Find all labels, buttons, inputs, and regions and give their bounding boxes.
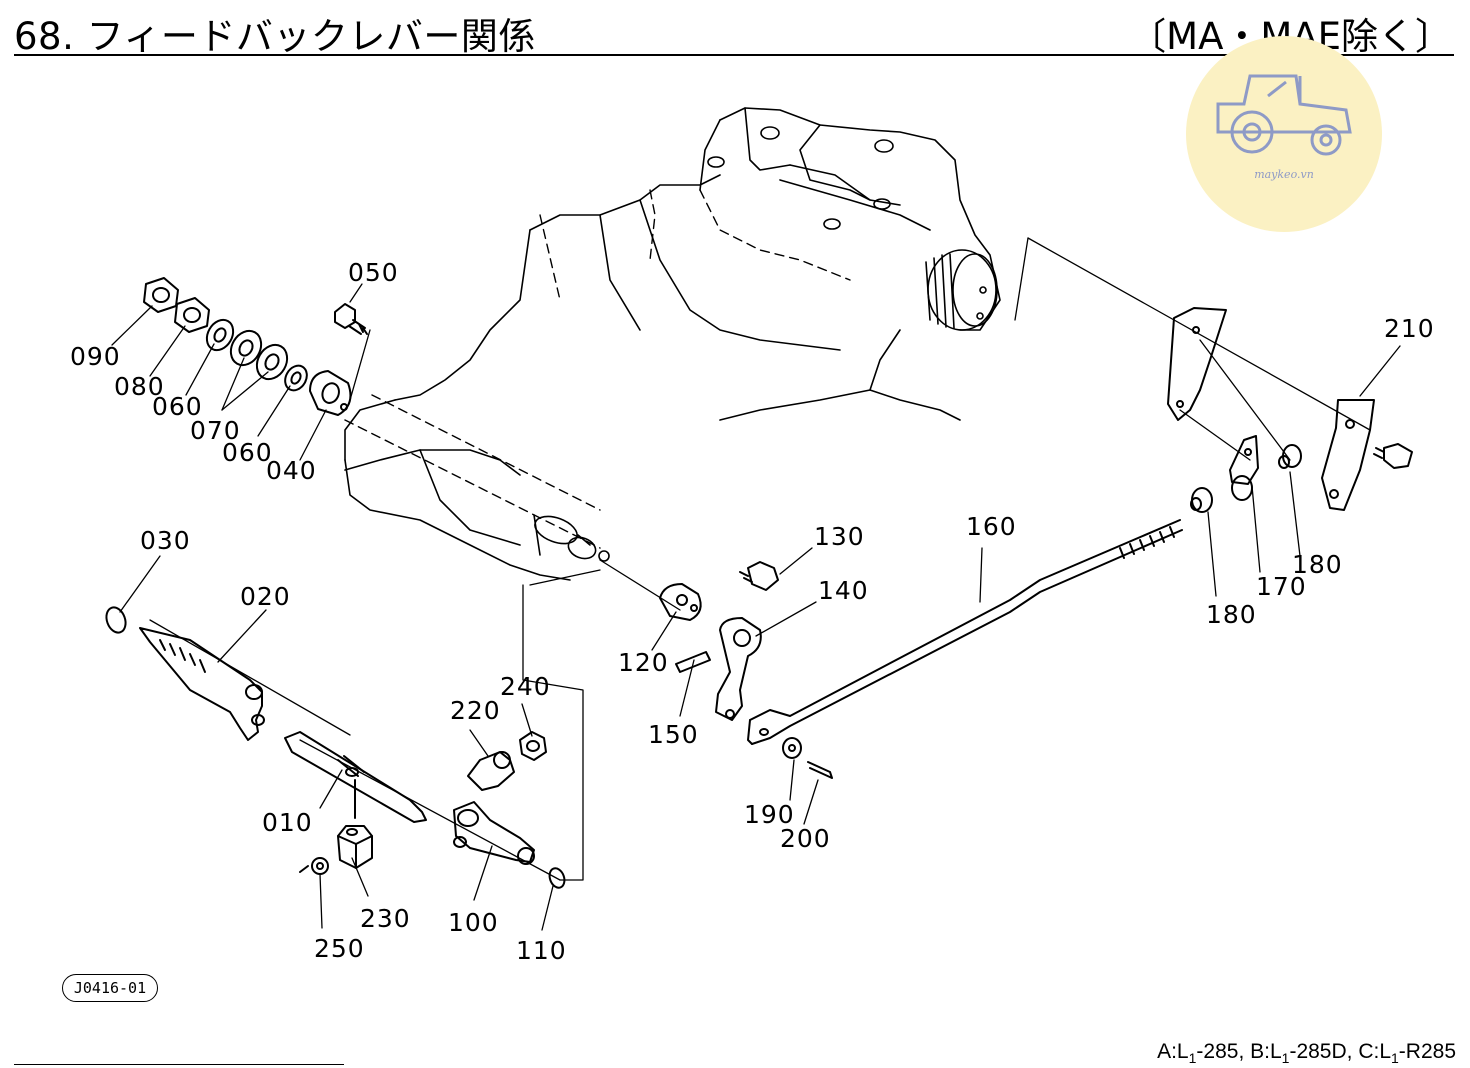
callout-060: 060 [152,392,203,421]
callout-110: 110 [516,936,567,965]
shaft-010 [284,731,427,823]
callout-150: 150 [648,720,699,749]
title-divider [14,54,1454,56]
footer-divider [14,1064,344,1065]
callout-140: 140 [818,576,869,605]
callout-090: 090 [70,342,121,371]
callout-200: 200 [780,824,831,853]
callout-100: 100 [448,908,499,937]
callout-190: 190 [744,800,795,829]
callout-070: 070 [190,416,241,445]
shaft-100 [453,801,566,889]
callout-250: 250 [314,934,365,963]
callout-060: 060 [222,438,273,467]
callout-180: 180 [1292,550,1343,579]
watermark-text: maykeo.vn [1254,168,1314,181]
callout-170: 170 [1256,572,1307,601]
washer-nut-stack [143,277,368,416]
callout-010: 010 [262,808,313,837]
callout-120: 120 [618,648,669,677]
pin-220 [467,731,547,791]
washer-pin-190-200 [782,737,833,779]
callout-030: 030 [140,526,191,555]
hydraulic-housing [344,107,1001,581]
callout-130: 130 [814,522,865,551]
callout-210: 210 [1384,314,1435,343]
bracket-210-collars [1167,307,1413,513]
rod-160 [747,519,1183,745]
drawing-id-badge: J0416-01 [62,974,158,1002]
callout-080: 080 [114,372,165,401]
page-title: 68. フィードバックレバー関係 [14,15,536,58]
callout-160: 160 [966,512,1017,541]
callout-230: 230 [360,904,411,933]
shaft-020 [105,606,265,741]
callout-240: 240 [500,672,551,701]
callout-020: 020 [240,582,291,611]
callout-040: 040 [266,456,317,485]
model-applicability: A:L1-285, B:L1-285D, C:L1-R285 [1157,1040,1456,1067]
callout-050: 050 [348,258,399,287]
lever-assembly [659,561,779,721]
callout-220: 220 [450,696,501,725]
callout-180: 180 [1206,600,1257,629]
callout-leaders [111,283,1401,931]
watermark-logo [1186,36,1382,232]
